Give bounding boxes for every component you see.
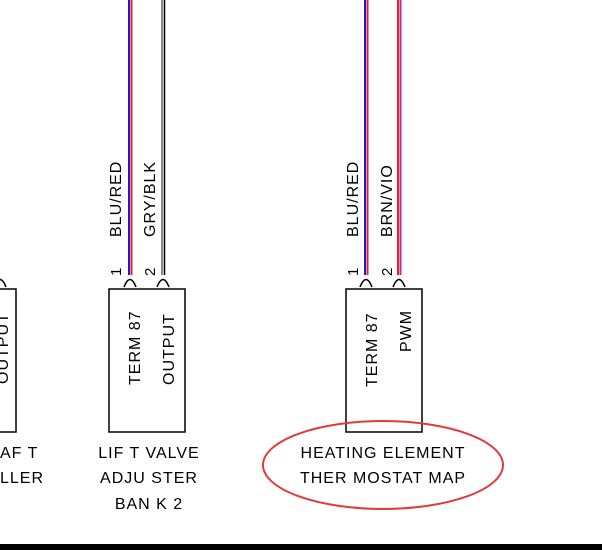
caption-lift-line2: ADJU STER bbox=[100, 470, 198, 487]
pin-number-heat-2: 2 bbox=[379, 268, 396, 276]
pin-number-lift-1: 1 bbox=[108, 268, 125, 276]
highlight-ellipse bbox=[262, 420, 504, 510]
lift-valve-wires bbox=[128, 0, 166, 275]
heating-wires bbox=[364, 0, 402, 275]
terminal-lift-1 bbox=[123, 278, 137, 288]
terminal-lift-2 bbox=[156, 278, 170, 288]
terminal-partial bbox=[0, 278, 7, 288]
pin-label-partial-output: OUTPUT bbox=[0, 312, 12, 384]
pin-label-heat-pwm: PWM bbox=[398, 310, 415, 352]
wire-label-lift-pin1: BLU/RED bbox=[108, 161, 125, 237]
caption-partial-line1: AF T bbox=[0, 445, 38, 462]
caption-heat-line2: THER MOSTAT MAP bbox=[300, 470, 466, 487]
bottom-border bbox=[0, 544, 602, 550]
wire-label-heat-pin1: BLU/RED bbox=[345, 161, 362, 237]
terminal-heat-1 bbox=[359, 278, 373, 288]
connector-box-lift-valve bbox=[108, 288, 186, 433]
pin-label-lift-term87: TERM 87 bbox=[127, 310, 144, 385]
caption-partial-line2: LLER bbox=[0, 470, 44, 487]
pin-number-lift-2: 2 bbox=[142, 268, 159, 276]
wire-label-heat-pin2: BRN/VIO bbox=[379, 164, 396, 237]
caption-lift-line1: LIF T VALVE bbox=[98, 445, 199, 462]
pin-label-heat-term87: TERM 87 bbox=[364, 312, 381, 387]
wire-label-lift-pin2: GRY/BLK bbox=[142, 161, 159, 237]
pin-label-lift-output: OUTPUT bbox=[161, 313, 178, 385]
connector-box-heating bbox=[345, 288, 423, 433]
terminal-heat-2 bbox=[392, 278, 406, 288]
pin-number-heat-1: 1 bbox=[345, 268, 362, 276]
connector-box-partial bbox=[0, 288, 17, 433]
caption-heat-line1: HEATING ELEMENT bbox=[301, 445, 466, 462]
caption-lift-line3: BAN K 2 bbox=[115, 496, 183, 513]
pin-terminals bbox=[0, 278, 406, 288]
